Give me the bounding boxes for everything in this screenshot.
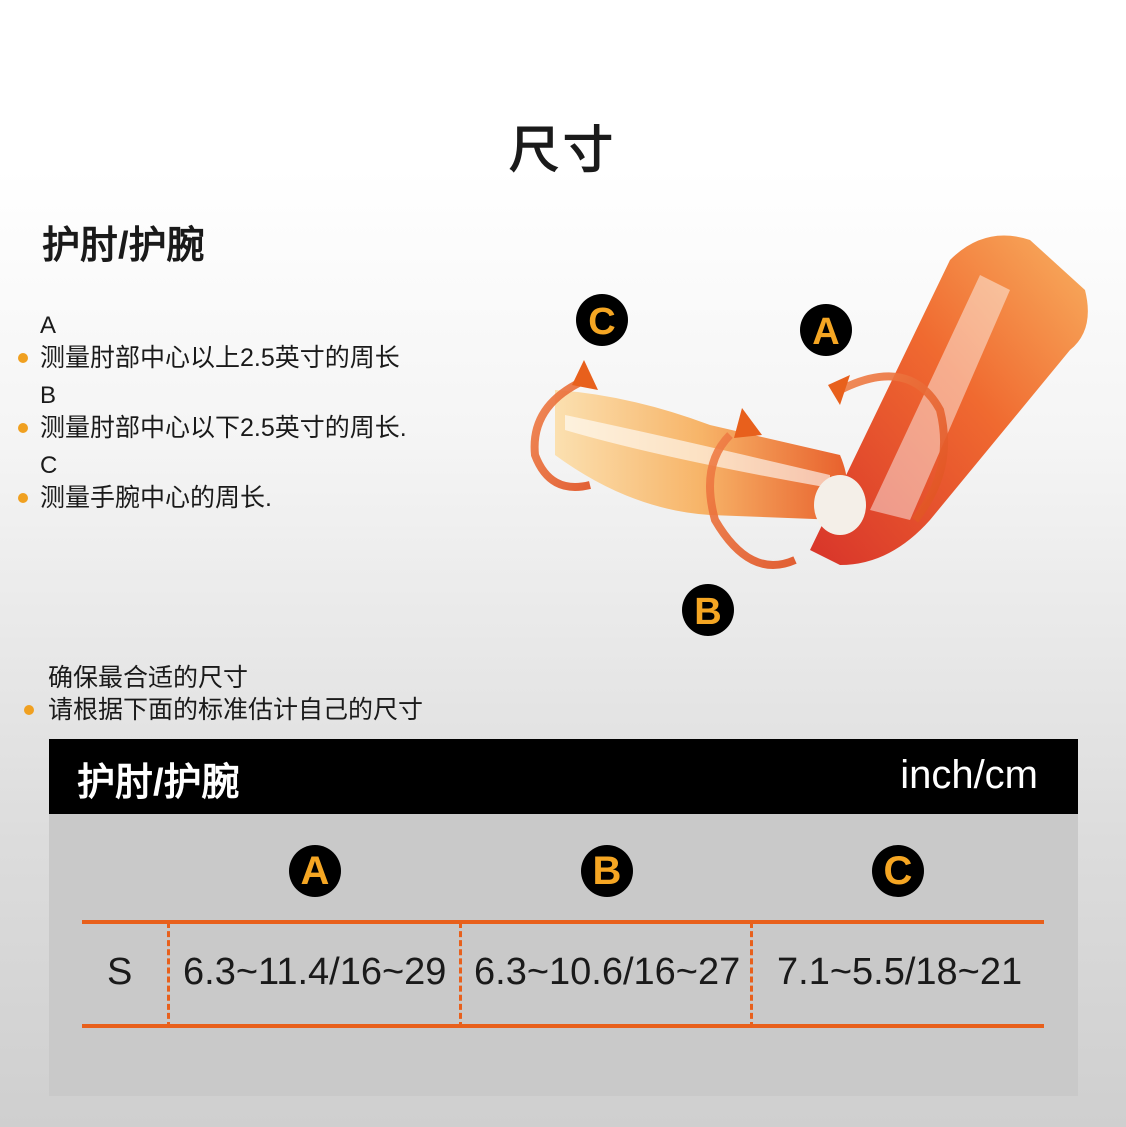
ring-c bbox=[530, 376, 591, 491]
arrow-c bbox=[572, 360, 598, 390]
column-divider bbox=[167, 922, 170, 1028]
size-value-b: 6.3~10.6/16~27 bbox=[474, 951, 741, 993]
measurement-letter: B bbox=[40, 382, 57, 409]
measurement-letter: C bbox=[40, 452, 58, 479]
fit-note-line1: 确保最合适的尺寸 bbox=[48, 664, 249, 692]
bullet-icon bbox=[18, 423, 28, 433]
measurement-desc: 测量肘部中心以上2.5英寸的周长 bbox=[14, 340, 514, 376]
measurement-desc-text: 测量肘部中心以下2.5英寸的周长. bbox=[40, 414, 407, 442]
measurement-item-c: C 测量手腕中心的周长. bbox=[14, 452, 514, 516]
size-table-header: 护肘/护腕 inch/cm bbox=[49, 739, 1078, 814]
measurement-list: A 测量肘部中心以上2.5英寸的周长 B 测量肘部中心以下2.5英寸的周长. C… bbox=[14, 312, 514, 522]
arrow-b bbox=[734, 408, 762, 438]
ring-b bbox=[706, 432, 797, 569]
measurement-item-b: B 测量肘部中心以下2.5英寸的周长. bbox=[14, 382, 514, 446]
column-divider bbox=[750, 922, 753, 1028]
label-c: C bbox=[576, 294, 628, 346]
fit-note: 确保最合适的尺寸 请根据下面的标准估计自己的尺寸 bbox=[20, 662, 423, 726]
table-top-rule bbox=[82, 920, 1044, 924]
svg-text:C: C bbox=[588, 301, 615, 343]
page-title: 尺寸 bbox=[509, 122, 617, 178]
arrow-a bbox=[828, 375, 850, 405]
bullet-icon bbox=[18, 353, 28, 363]
ring-a bbox=[838, 372, 949, 523]
column-badge-c: C bbox=[872, 845, 924, 897]
size-label: S bbox=[107, 951, 133, 993]
svg-text:B: B bbox=[694, 591, 721, 633]
upper-arm-shape bbox=[810, 235, 1088, 565]
table-bottom-rule bbox=[82, 1024, 1044, 1028]
bullet-icon bbox=[24, 705, 34, 715]
elbow-joint bbox=[814, 475, 866, 535]
fit-note-line2: 请根据下面的标准估计自己的尺寸 bbox=[20, 694, 423, 726]
label-b: B bbox=[682, 584, 734, 636]
column-divider bbox=[459, 922, 462, 1028]
measurement-desc: 测量手腕中心的周长. bbox=[14, 480, 514, 516]
forearm-highlight bbox=[565, 415, 830, 488]
size-value-c: 7.1~5.5/18~21 bbox=[777, 951, 1023, 993]
measurement-desc-text: 测量手腕中心的周长. bbox=[40, 484, 272, 512]
svg-text:A: A bbox=[812, 311, 839, 353]
bullet-icon bbox=[18, 493, 28, 503]
measurement-desc: 测量肘部中心以下2.5英寸的周长. bbox=[14, 410, 514, 446]
measurement-desc-text: 测量肘部中心以上2.5英寸的周长 bbox=[40, 344, 400, 372]
size-table-title: 护肘/护腕 bbox=[77, 762, 240, 804]
column-badge-b: B bbox=[581, 845, 633, 897]
arm-illustration: A B C bbox=[530, 235, 1088, 636]
size-table: 护肘/护腕 inch/cm A B C S 6.3~11.4/16~29 6.3… bbox=[49, 739, 1078, 1096]
label-a: A bbox=[800, 304, 852, 356]
column-badge-a: A bbox=[289, 845, 341, 897]
product-title: 护肘/护腕 bbox=[42, 225, 205, 267]
fit-note-line2-text: 请根据下面的标准估计自己的尺寸 bbox=[48, 696, 424, 724]
measurement-letter: A bbox=[40, 312, 57, 339]
upper-arm-highlight bbox=[870, 275, 1010, 520]
size-table-unit: inch/cm bbox=[900, 753, 1038, 797]
measurement-item-a: A 测量肘部中心以上2.5英寸的周长 bbox=[14, 312, 514, 376]
size-value-a: 6.3~11.4/16~29 bbox=[183, 951, 447, 993]
